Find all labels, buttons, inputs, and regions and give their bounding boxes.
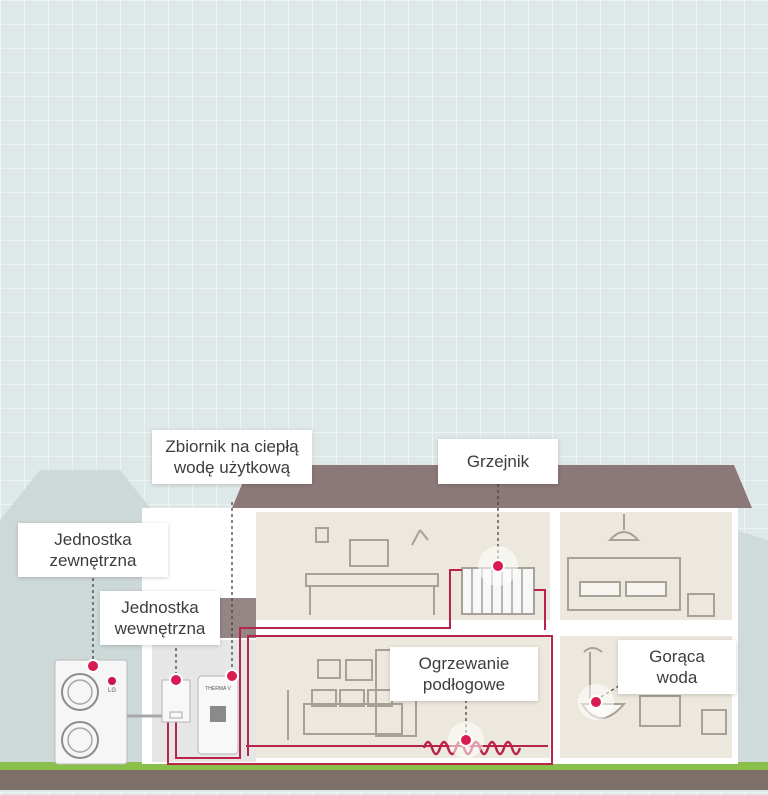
svg-text:LG: LG <box>108 688 116 694</box>
floor-marker <box>459 733 473 747</box>
tank-marker <box>225 669 239 683</box>
svg-text:THERMA V: THERMA V <box>205 686 231 692</box>
water-tank: THERMA V <box>197 675 239 755</box>
bedroom-furniture <box>567 514 715 617</box>
ground <box>0 770 768 790</box>
radiator-marker <box>491 559 505 573</box>
label-radiator: Grzejnik <box>438 439 558 484</box>
room-bedroom <box>560 512 732 620</box>
outdoor-marker <box>86 659 100 673</box>
markers <box>86 546 614 758</box>
roof <box>232 465 752 508</box>
outdoor-unit: LG <box>54 659 128 765</box>
indoor-marker <box>169 673 183 687</box>
grass-strip <box>0 762 768 770</box>
living-furniture <box>287 649 417 740</box>
hot-water-marker <box>589 695 603 709</box>
heating-pipes <box>167 569 553 765</box>
office-furniture <box>305 527 439 615</box>
